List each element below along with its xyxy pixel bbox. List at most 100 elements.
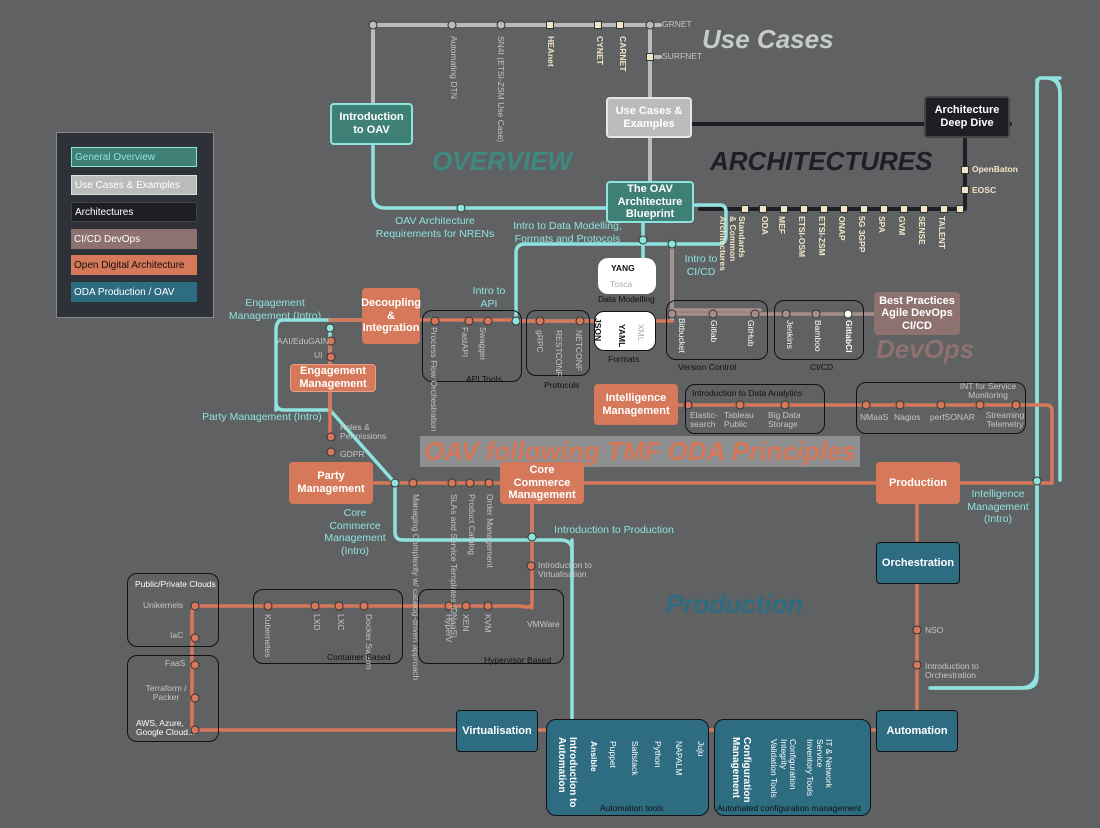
station-dot[interactable] <box>1032 476 1042 486</box>
station-square[interactable] <box>741 205 749 213</box>
stop-carnet[interactable]: CARNET <box>618 36 628 72</box>
station-dot[interactable] <box>483 316 493 326</box>
decoupling-integration-box[interactable]: Decoupling & Integration <box>361 288 421 344</box>
stop-intro-virtualisation[interactable]: Introduction to Virtualisation <box>538 560 592 580</box>
station-dot[interactable] <box>811 309 821 319</box>
station-dot[interactable] <box>190 725 200 735</box>
stop-restconf[interactable]: RESTCONF <box>554 330 564 377</box>
core-commerce-management-box[interactable]: Core Commerce Management <box>500 462 584 504</box>
stop-napalm[interactable]: NAPALM <box>674 741 684 776</box>
stop-sn4i[interactable]: SN4I (ETSI-ZSM Use Case) <box>496 36 506 143</box>
stop-product-catalog[interactable]: Product Catalog <box>467 494 477 555</box>
stop-swagger[interactable]: Swagger <box>478 327 488 361</box>
station-dot[interactable] <box>464 316 474 326</box>
station-dot[interactable] <box>484 478 494 488</box>
stop-order-mgmt[interactable]: Order Management <box>485 494 495 568</box>
station-dot[interactable] <box>465 478 475 488</box>
station-square[interactable] <box>880 205 888 213</box>
stop-gitlab[interactable]: Gitlab <box>709 320 719 343</box>
station-square[interactable] <box>956 205 964 213</box>
stop-arch-7[interactable]: SPA <box>877 216 887 233</box>
stop-kubernetes[interactable]: Kubernetes <box>263 614 273 658</box>
stop-tosca[interactable]: Tosca <box>610 279 633 289</box>
stop-arch-1[interactable]: ODA <box>760 216 770 235</box>
stop-ui[interactable]: UI <box>314 350 323 360</box>
station-dot[interactable] <box>527 532 537 542</box>
station-dot[interactable] <box>1011 400 1021 410</box>
stop-surfnet[interactable]: SURFNET <box>662 51 703 61</box>
stop-intro-automation[interactable]: Introduction to Automation <box>556 737 578 808</box>
station-dot[interactable] <box>368 20 378 30</box>
architecture-deep-dive-box[interactable]: Architecture Deep Dive <box>924 96 1010 138</box>
stop-tableau[interactable]: Tableau Public <box>724 410 754 430</box>
stop-nmaas[interactable]: NMaaS <box>860 412 889 422</box>
stop-nagios[interactable]: Nagios <box>894 412 921 422</box>
stop-python[interactable]: Python <box>653 741 663 768</box>
stop-arch-4[interactable]: ETSI-ZSM <box>817 216 827 256</box>
stop-config-management[interactable]: Configuration Management <box>730 737 752 803</box>
station-dot[interactable] <box>535 316 545 326</box>
station-dot[interactable] <box>456 203 466 213</box>
production-box[interactable]: Production <box>876 462 960 504</box>
station-square[interactable] <box>820 205 828 213</box>
stop-streaming[interactable]: Streaming Telemetry <box>985 410 1025 430</box>
stop-heanet[interactable]: HEAnet <box>546 36 556 67</box>
station-square[interactable] <box>860 205 868 213</box>
stop-eosc[interactable]: EOSC <box>972 185 997 195</box>
stop-bitbucket[interactable]: Bitbucket <box>677 318 687 353</box>
station-dot[interactable] <box>190 693 200 703</box>
station-dot[interactable] <box>781 309 791 319</box>
stop-lxc[interactable]: LXC <box>336 614 346 631</box>
station-dot[interactable] <box>326 336 336 346</box>
oav-blueprint-box[interactable]: The OAV Architecture Blueprint <box>606 181 694 223</box>
stop-bamboo[interactable]: Bamboo <box>813 320 823 352</box>
station-square[interactable] <box>594 21 602 29</box>
station-square[interactable] <box>940 205 948 213</box>
station-dot[interactable] <box>735 400 745 410</box>
station-square[interactable] <box>961 186 969 194</box>
stop-arch-9[interactable]: SENSE <box>917 216 927 245</box>
stop-netconf[interactable]: NETCONF <box>574 330 584 372</box>
intro-oav-box[interactable]: Introduction to OAV <box>330 103 413 145</box>
engagement-management-box[interactable]: Engagement Management <box>290 364 376 392</box>
stop-iac[interactable]: IaC <box>170 630 184 640</box>
stop-xml[interactable]: XML <box>636 324 646 342</box>
orchestration-box[interactable]: Orchestration <box>876 542 960 584</box>
stop-gitlabci[interactable]: GitlabCI <box>844 320 854 353</box>
station-square[interactable] <box>646 53 654 61</box>
stop-grpc[interactable]: gRPC <box>535 330 545 353</box>
stop-openbaton[interactable]: OpenBaton <box>972 164 1018 174</box>
station-dot[interactable] <box>667 309 677 319</box>
station-dot[interactable] <box>334 601 344 611</box>
station-square[interactable] <box>900 205 908 213</box>
stop-hyperv[interactable]: HyperV <box>444 614 454 643</box>
station-dot[interactable] <box>843 309 853 319</box>
stop-arch-10[interactable]: TALENT <box>937 216 947 249</box>
stop-roles[interactable]: Roles & Permissions <box>340 422 387 442</box>
station-dot[interactable] <box>683 400 693 410</box>
use-cases-box[interactable]: Use Cases & Examples <box>606 97 692 138</box>
stop-saltstack[interactable]: Saltstack <box>630 741 640 776</box>
station-dot[interactable] <box>326 352 336 362</box>
station-dot[interactable] <box>430 316 440 326</box>
station-dot[interactable] <box>359 601 369 611</box>
station-dot[interactable] <box>912 625 922 635</box>
stop-github[interactable]: GitHub <box>746 320 756 347</box>
stop-inventory[interactable]: IT & Network Service Inventory Tools <box>805 739 834 797</box>
stop-arch-6[interactable]: 5G 3GPP <box>857 216 867 253</box>
station-dot[interactable] <box>750 309 760 319</box>
stop-arch-8[interactable]: GVM <box>897 216 907 236</box>
stop-bigdata[interactable]: Big Data Storage <box>768 410 801 430</box>
stop-unikernels[interactable]: Unikernels <box>143 600 184 610</box>
stop-juju[interactable]: Juju <box>696 741 706 757</box>
stop-ansible[interactable]: Ansible <box>589 741 599 772</box>
station-dot[interactable] <box>526 561 536 571</box>
station-dot[interactable] <box>912 660 922 670</box>
station-dot[interactable] <box>780 400 790 410</box>
stop-faas[interactable]: FaaS <box>165 658 186 668</box>
stop-yaml[interactable]: YAML <box>617 324 627 348</box>
stop-kvm[interactable]: KVM <box>483 614 493 633</box>
stop-nso[interactable]: NSO <box>925 625 944 635</box>
station-dot[interactable] <box>861 400 871 410</box>
stop-intro-orchestration[interactable]: Introduction to Orchestration <box>925 661 979 681</box>
